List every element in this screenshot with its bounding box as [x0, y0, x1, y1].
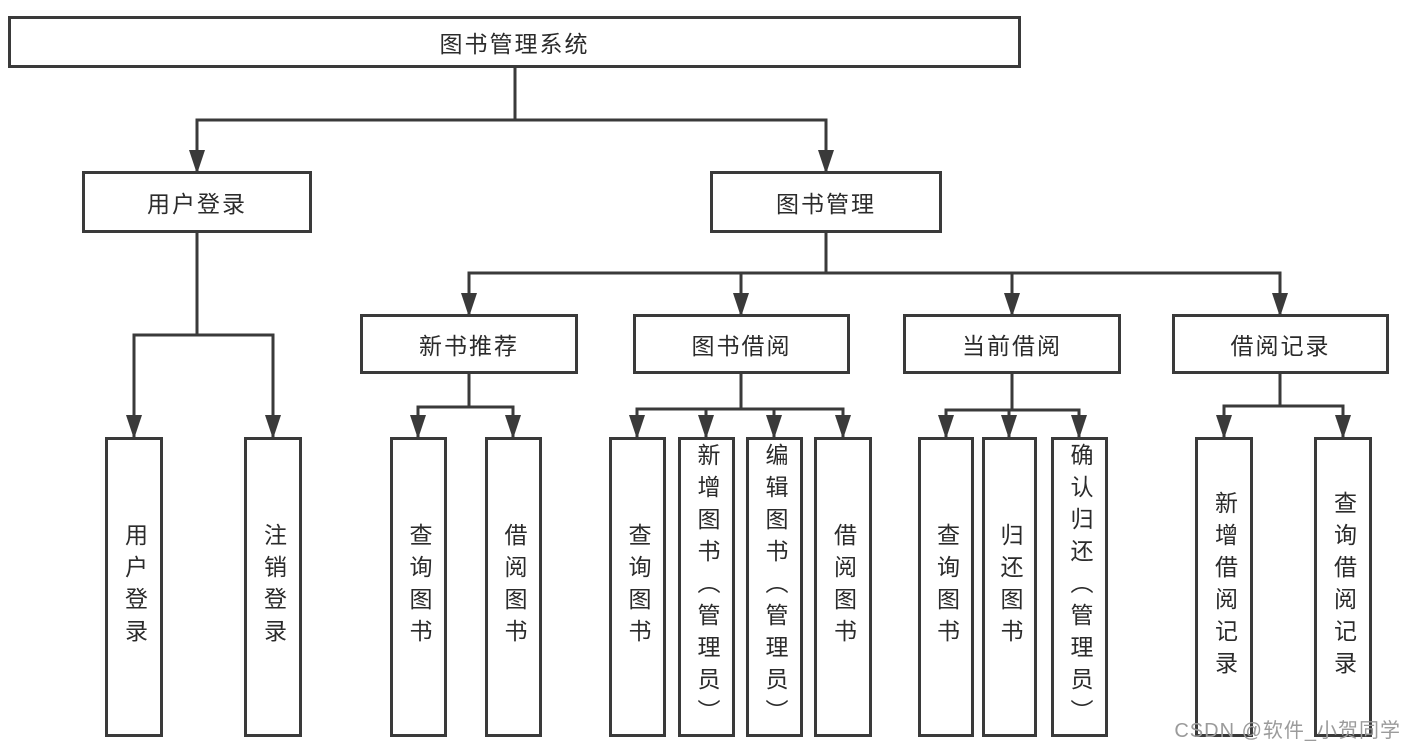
- leaf-borrow-books: 借阅图书: [485, 437, 542, 737]
- node-label: 借阅记录: [1230, 333, 1331, 359]
- leaf-query-books: 查询图书: [918, 437, 974, 737]
- node-label: 编辑图书（管理员）: [762, 443, 788, 731]
- node-borrow-records: 借阅记录: [1172, 314, 1389, 374]
- node-label: 借阅图书: [830, 523, 857, 651]
- node-label: 查询图书: [933, 523, 960, 651]
- leaf-query-borrow-record: 查询借阅记录: [1314, 437, 1372, 737]
- node-label: 注销登录: [260, 523, 287, 651]
- node-label: 图书管理: [776, 191, 876, 217]
- csdn-watermark: CSDN @软件_小贺同学: [1174, 720, 1401, 742]
- node-label: 确认归还（管理员）: [1067, 443, 1093, 731]
- node-label: 归还图书: [997, 523, 1023, 651]
- node-current-borrowing: 当前借阅: [903, 314, 1121, 374]
- node-label: 查询图书: [625, 523, 651, 651]
- node-label: 借阅图书: [501, 523, 527, 651]
- node-label: 查询借阅记录: [1330, 491, 1357, 683]
- leaf-logout: 注销登录: [244, 437, 302, 737]
- node-label: 新书推荐: [419, 333, 519, 359]
- arrowheads: [126, 150, 1351, 439]
- node-label: 新增图书（管理员）: [694, 443, 720, 731]
- node-label: 当前借阅: [962, 333, 1062, 359]
- node-book-management: 图书管理: [710, 171, 942, 233]
- leaf-borrow-books: 借阅图书: [814, 437, 872, 737]
- leaf-query-books: 查询图书: [390, 437, 447, 737]
- node-label: 图书借阅: [691, 333, 792, 359]
- leaf-query-books: 查询图书: [609, 437, 666, 737]
- leaf-return-books: 归还图书: [982, 437, 1037, 737]
- node-user-login: 用户登录: [82, 171, 312, 233]
- node-label: 用户登录: [147, 191, 247, 217]
- node-label: 新增借阅记录: [1211, 491, 1238, 683]
- node-label: 用户登录: [121, 523, 148, 651]
- node-book-borrowing: 图书借阅: [633, 314, 850, 374]
- node-label: 图书管理系统: [439, 31, 590, 57]
- leaf-add-books-admin: 新增图书（管理员）: [678, 437, 735, 737]
- leaf-add-borrow-record: 新增借阅记录: [1195, 437, 1253, 737]
- leaf-edit-books-admin: 编辑图书（管理员）: [746, 437, 803, 737]
- node-label: 查询图书: [406, 523, 432, 651]
- node-library-management-system: 图书管理系统: [8, 16, 1021, 68]
- leaf-confirm-return-admin: 确认归还（管理员）: [1051, 437, 1108, 737]
- node-new-book-recommend: 新书推荐: [360, 314, 578, 374]
- leaf-user-login: 用户登录: [105, 437, 163, 737]
